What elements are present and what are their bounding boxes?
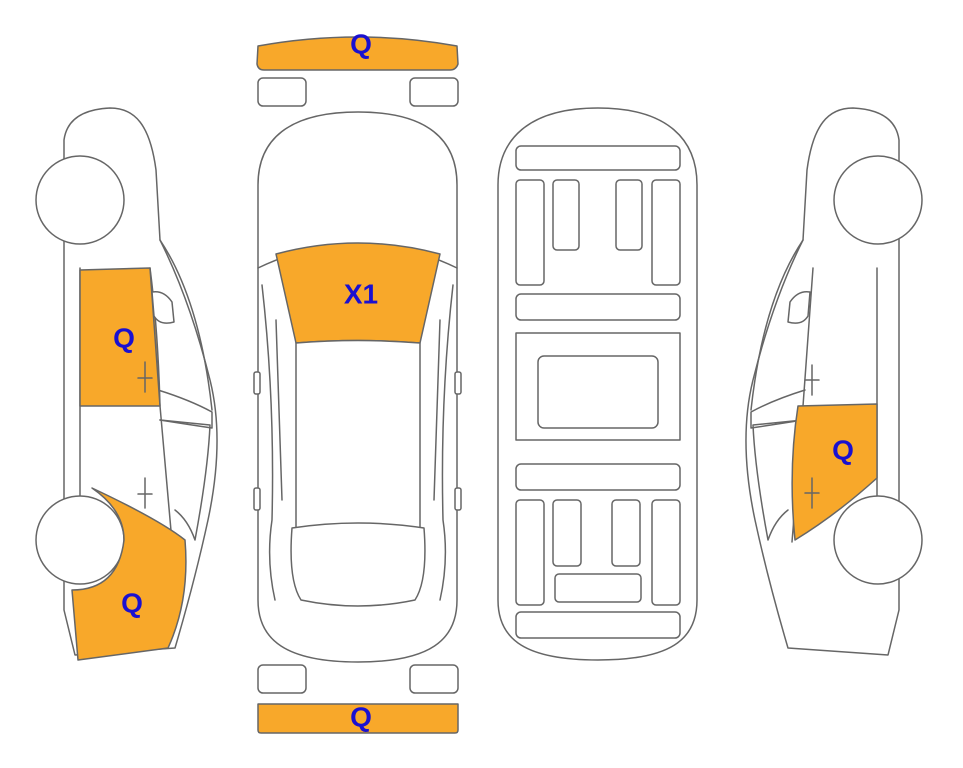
mirror-left[interactable] [253, 371, 261, 395]
underbody-mid-front-crossmember[interactable] [515, 293, 681, 321]
left-rear-window-line [159, 419, 211, 541]
roof[interactable] [295, 339, 421, 531]
left-mirror-line [157, 389, 213, 429]
rear-bumper[interactable] [257, 703, 459, 734]
underbody-mid-rear-crossmember[interactable] [515, 463, 681, 491]
underbody-front-right-panel[interactable] [615, 179, 643, 251]
taillight-right[interactable] [409, 664, 459, 694]
right-windshield-line [750, 239, 804, 411]
right-rear-window-line [752, 419, 804, 541]
left-front-door-handle[interactable] [137, 361, 153, 393]
right-rear-wheel[interactable] [833, 495, 923, 585]
rear-bumper-label: Q [350, 701, 372, 732]
handle-left-rear[interactable] [253, 487, 261, 511]
underbody-rear-left-panel[interactable] [552, 499, 582, 567]
underbody-rear-crossmember[interactable] [515, 611, 681, 639]
front-bumper-group: Q [256, 28, 459, 107]
right-mirror-line [750, 389, 806, 429]
top-view: X1 [253, 111, 462, 663]
front-bumper-label: Q [350, 28, 372, 59]
underbody-front-left-rail[interactable] [515, 179, 545, 286]
right-pillar-line [439, 284, 454, 601]
underbody-rear-right-panel[interactable] [611, 499, 641, 567]
handle-right-rear[interactable] [454, 487, 462, 511]
right-rear-door-handle[interactable] [804, 477, 820, 509]
headlight-right[interactable] [409, 77, 459, 107]
mirror-right[interactable] [454, 371, 462, 395]
right-door-line [433, 319, 441, 501]
left-side-mirror[interactable] [151, 290, 175, 324]
right-front-door[interactable] [791, 403, 878, 541]
left-windshield-line [159, 239, 213, 411]
left-front-fender[interactable] [71, 487, 187, 661]
underbody-front-crossmember[interactable] [515, 145, 681, 171]
right-side-mirror[interactable] [787, 290, 811, 324]
underbody-rear-left-rail[interactable] [515, 499, 545, 606]
windshield-label: X1 [344, 278, 378, 309]
underbody-rear-right-rail[interactable] [651, 499, 681, 606]
left-door-line [275, 319, 283, 501]
underbody-front-right-rail[interactable] [651, 179, 681, 286]
taillight-left[interactable] [257, 664, 307, 694]
left-front-wheel[interactable] [35, 155, 125, 245]
right-side-view: Q [745, 107, 923, 656]
right-front-door-label: Q [832, 434, 854, 465]
left-pillar-line [261, 284, 276, 601]
left-rear-door-handle[interactable] [137, 477, 153, 509]
underbody-center-pan[interactable] [537, 355, 659, 429]
underbody-fuel-tank[interactable] [554, 573, 642, 603]
underbody-view [497, 107, 698, 661]
underbody-front-left-panel[interactable] [552, 179, 580, 251]
headlight-left[interactable] [257, 77, 307, 107]
rear-window[interactable] [290, 522, 426, 607]
left-side-view: Q Q [35, 107, 218, 661]
left-front-fender-label: Q [121, 587, 143, 618]
rear-bumper-group: Q [257, 664, 459, 734]
left-b-pillar-line [149, 267, 173, 543]
left-front-door-label: Q [113, 322, 135, 353]
right-front-door-handle[interactable] [804, 364, 820, 396]
front-bumper[interactable] [256, 36, 459, 71]
right-front-wheel[interactable] [833, 155, 923, 245]
left-rear-wheel[interactable] [35, 495, 125, 585]
